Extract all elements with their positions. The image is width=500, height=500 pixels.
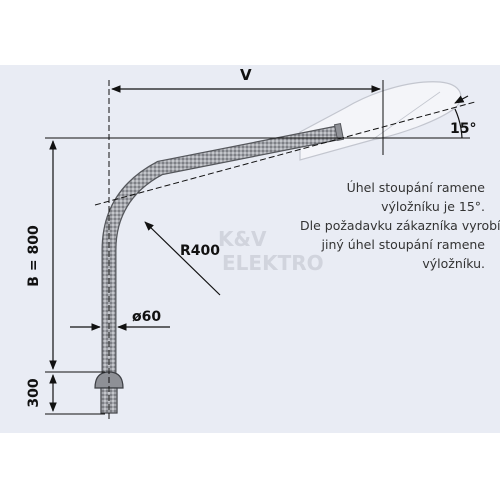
note-line: Dle požadavku zákazníka vyrobíme (300, 218, 500, 233)
note-line: výložníku je 15°. (381, 199, 485, 214)
width-label: V (240, 66, 252, 84)
note-line: výložníku. (422, 256, 485, 271)
note-line: Úhel stoupání ramene (346, 180, 485, 195)
pipe-end (333, 122, 345, 142)
watermark: K&V ELEKTRO (218, 227, 324, 275)
base-label: 300 (26, 378, 42, 407)
angle-arc (454, 108, 463, 139)
watermark-line1: K&V (218, 227, 267, 251)
watermark-line2: ELEKTRO (222, 251, 324, 275)
extension-lines (45, 80, 476, 420)
note-line: jiný úhel stoupání ramene (321, 237, 485, 252)
height-label: B = 800 (26, 225, 42, 287)
angle-label: 15° (450, 121, 476, 137)
diameter-label: ø60 (132, 309, 161, 325)
radius-leader (144, 221, 221, 296)
note-text: Úhel stoupání ramene výložníku je 15°. D… (300, 178, 500, 273)
radius-label: R400 (180, 243, 220, 259)
base-collar (94, 371, 124, 414)
lamp-head (299, 81, 462, 161)
angle-arrow (454, 95, 469, 104)
